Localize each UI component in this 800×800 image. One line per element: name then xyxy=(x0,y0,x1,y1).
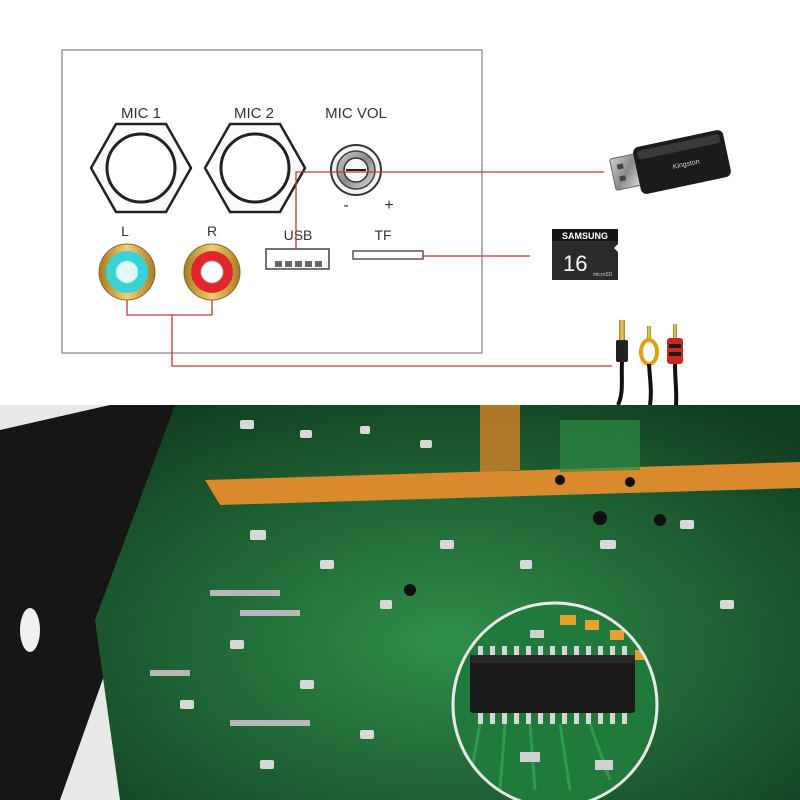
rca-right-label: R xyxy=(207,223,217,239)
tf-label: TF xyxy=(374,227,391,243)
mic-vol-minus: - xyxy=(343,197,348,214)
usb-label: USB xyxy=(284,227,313,243)
mic1-jack xyxy=(89,122,193,214)
mic1-label: MIC 1 xyxy=(121,105,161,122)
mic2-label: MIC 2 xyxy=(234,105,274,122)
sd-card-brand: SAMSUNG xyxy=(562,231,608,241)
mic-vol-label: MIC VOL xyxy=(325,105,387,122)
connector-lines xyxy=(126,171,612,367)
rca-left-jack xyxy=(98,243,156,301)
usb-flash-drive: Kingston xyxy=(609,130,731,194)
microsd-card: SAMSUNG 16 microSD xyxy=(552,229,618,280)
sd-card-type: microSD xyxy=(593,272,613,278)
mic-vol-plus: + xyxy=(384,197,393,214)
pcb-magnifier xyxy=(451,601,659,800)
sd-card-capacity: 16 xyxy=(563,251,587,276)
tf-slot xyxy=(352,250,424,260)
usb-port xyxy=(265,248,330,270)
usb-connector-line xyxy=(295,171,604,249)
mic2-jack xyxy=(203,122,307,214)
audio-cable-line xyxy=(171,315,612,367)
rca-left-label: L xyxy=(121,223,129,239)
rca-connector-line xyxy=(126,300,213,316)
rca-right-jack xyxy=(183,243,241,301)
mic-vol-knob xyxy=(330,144,382,196)
ic-chip xyxy=(470,655,635,713)
pcb-photo xyxy=(0,405,800,800)
audio-cable xyxy=(616,320,683,406)
